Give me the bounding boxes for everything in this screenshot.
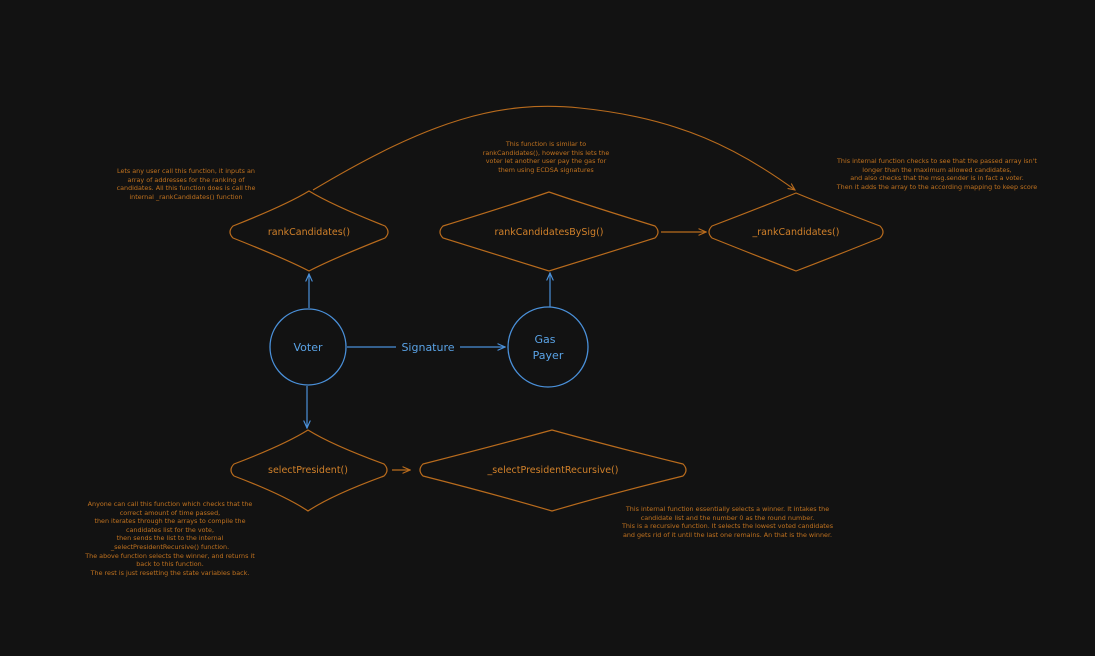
node-gas-payer[interactable]: Gas Payer <box>507 306 589 388</box>
node-select-president[interactable]: selectPresident() <box>230 429 388 512</box>
node-rank-candidates-by-sig[interactable]: rankCandidatesBySig() <box>439 191 659 272</box>
node-select-president-recursive-label: _selectPresidentRecursive() <box>487 465 619 476</box>
node-gas-payer-label-line2: Payer <box>533 349 564 362</box>
node-select-president-label: selectPresident() <box>268 465 348 476</box>
node-voter[interactable]: Voter <box>269 308 347 386</box>
edge-signature-label: Signature <box>401 341 454 354</box>
node-rank-candidates[interactable]: rankCandidates() <box>229 190 389 272</box>
note-select-president-recursive: This internal function essentially selec… <box>621 505 834 539</box>
note-select-president: Anyone can call this function which chec… <box>85 500 255 577</box>
node-internal-rank-candidates-label: _rankCandidates() <box>752 227 840 238</box>
node-voter-label: Voter <box>293 341 322 354</box>
node-rank-candidates-label: rankCandidates() <box>268 227 350 238</box>
node-rank-candidates-by-sig-label: rankCandidatesBySig() <box>494 227 603 238</box>
note-rank-candidates-by-sig: This function is similar to rankCandidat… <box>482 140 610 174</box>
node-gas-payer-label-line1: Gas <box>535 333 556 346</box>
node-select-president-recursive[interactable]: _selectPresidentRecursive() <box>419 429 687 512</box>
note-internal-rank-candidates: This internal function checks to see tha… <box>836 157 1038 191</box>
node-internal-rank-candidates[interactable]: _rankCandidates() <box>708 192 884 272</box>
note-rank-candidates: Lets any user call this function, it inp… <box>116 167 256 201</box>
edge-rank-to-internal <box>312 105 795 190</box>
